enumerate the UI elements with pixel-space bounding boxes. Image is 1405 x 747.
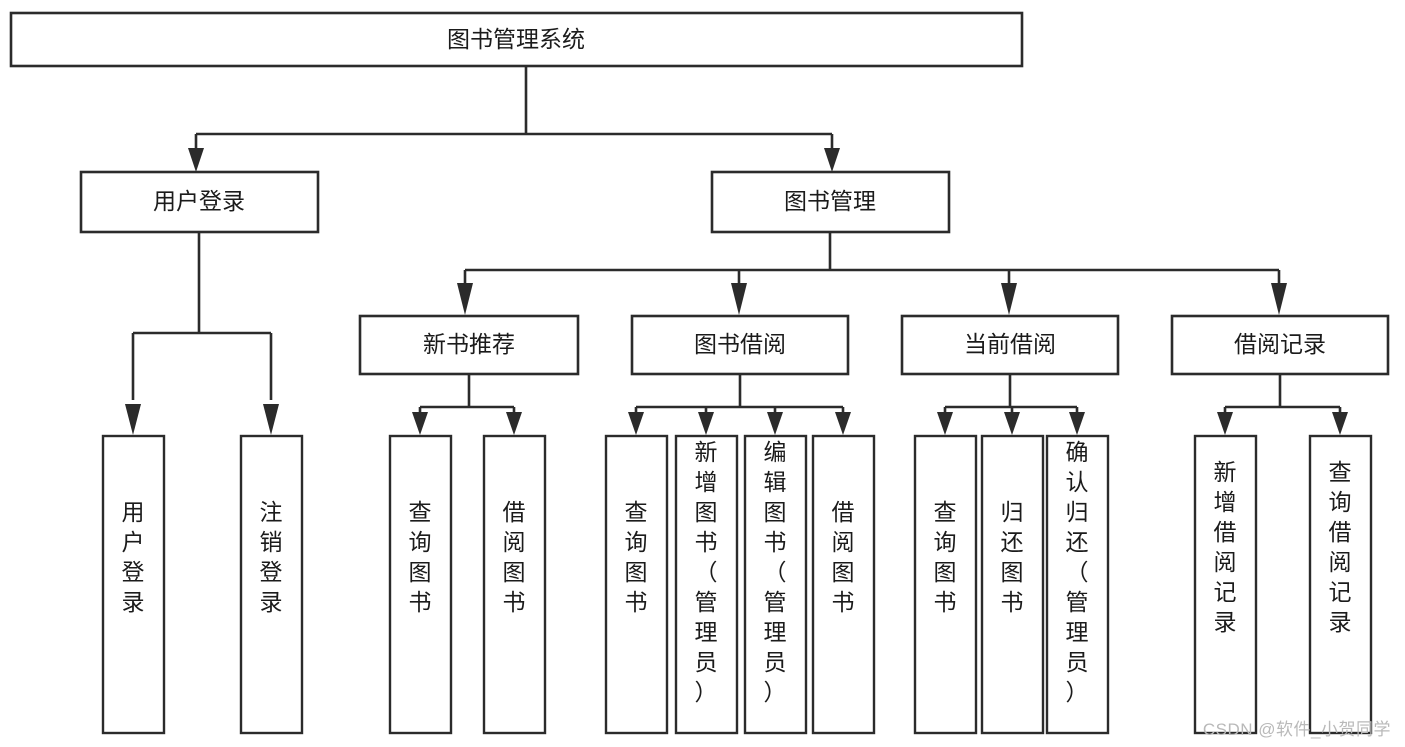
node-leaf-borrow-book-2[interactable]: 借阅图书 [811,434,876,735]
connectors-bookborrow-to-leaves [628,374,851,435]
arrow-head-icon [125,404,141,435]
node-new-book-recommend[interactable]: 新书推荐 [358,314,580,376]
node-leaf-return-book[interactable]: 归还图书 [980,434,1045,735]
node-leaf-return-book-label: 归还图书 [1001,499,1024,615]
node-leaf-query-book-1[interactable]: 查询图书 [388,434,453,735]
node-leaf-add-book-label: 新增图书（管理员） [695,439,718,705]
arrow-head-icon [188,148,204,172]
arrow-head-icon [263,404,279,435]
node-leaf-query-book-1-label: 查询图书 [409,499,432,615]
node-leaf-query-book-3[interactable]: 查询图书 [913,434,978,735]
node-root[interactable]: 图书管理系统 [9,11,1024,68]
node-leaf-user-login-label: 用户登录 [122,499,145,615]
arrow-head-icon [1332,412,1348,435]
arrow-head-icon [698,412,714,435]
arrow-head-icon [628,412,644,435]
node-leaf-query-record[interactable]: 查询借阅记录 [1308,434,1373,735]
node-current-borrow-label: 当前借阅 [964,331,1056,357]
node-book-borrow-label: 图书借阅 [694,331,786,357]
arrow-head-icon [506,412,522,435]
node-root-label: 图书管理系统 [447,26,585,52]
arrow-head-icon [1069,412,1085,435]
connectors-root-to-level2 [188,66,840,172]
node-leaf-logout-login-label: 注销登录 [260,499,283,615]
node-book-management-label: 图书管理 [784,188,876,214]
arrow-head-icon [767,412,783,435]
node-leaf-borrow-book-1-label: 借阅图书 [503,499,526,615]
node-leaf-confirm-return-label: 确认归还（管理员） [1066,439,1089,705]
node-leaf-borrow-book-1[interactable]: 借阅图书 [482,434,547,735]
node-book-borrow[interactable]: 图书借阅 [630,314,850,376]
node-user-login[interactable]: 用户登录 [79,170,320,234]
node-borrow-record[interactable]: 借阅记录 [1170,314,1390,376]
node-leaf-user-login[interactable]: 用户登录 [101,434,166,735]
node-new-book-recommend-label: 新书推荐 [423,331,515,357]
node-borrow-record-label: 借阅记录 [1234,331,1326,357]
arrow-head-icon [731,283,747,315]
node-leaf-query-book-3-label: 查询图书 [934,499,957,615]
arrow-head-icon [1001,283,1017,315]
node-leaf-edit-book[interactable]: 编辑图书（管理员） [743,434,808,735]
arrow-head-icon [1004,412,1020,435]
arrow-head-icon [835,412,851,435]
arrow-head-icon [412,412,428,435]
node-leaf-borrow-book-2-label: 借阅图书 [832,499,855,615]
connectors-borrowrecord-to-leaves [1217,374,1348,435]
node-leaf-query-book-2[interactable]: 查询图书 [604,434,669,735]
connectors-newbook-to-leaves [412,374,522,435]
node-leaf-query-book-2-label: 查询图书 [625,499,648,615]
arrow-head-icon [824,148,840,172]
arrow-head-icon [937,412,953,435]
connectors-bookmgmt-to-level3 [457,232,1287,315]
node-leaf-add-record[interactable]: 新增借阅记录 [1193,434,1258,735]
node-leaf-add-book[interactable]: 新增图书（管理员） [674,434,739,735]
node-leaf-confirm-return[interactable]: 确认归还（管理员） [1045,434,1110,735]
node-leaf-add-record-label: 新增借阅记录 [1214,459,1237,635]
connectors-userlogin-to-leaves [125,232,279,435]
node-leaf-query-record-label: 查询借阅记录 [1329,459,1352,635]
arrow-head-icon [1271,283,1287,315]
node-book-management[interactable]: 图书管理 [710,170,951,234]
node-current-borrow[interactable]: 当前借阅 [900,314,1120,376]
arrow-head-icon [1217,412,1233,435]
node-leaf-edit-book-label: 编辑图书（管理员） [764,439,787,705]
connectors-currentborrow-to-leaves [937,374,1085,435]
node-user-login-label: 用户登录 [153,188,245,214]
arrow-head-icon [457,283,473,315]
node-leaf-logout-login[interactable]: 注销登录 [239,434,304,735]
